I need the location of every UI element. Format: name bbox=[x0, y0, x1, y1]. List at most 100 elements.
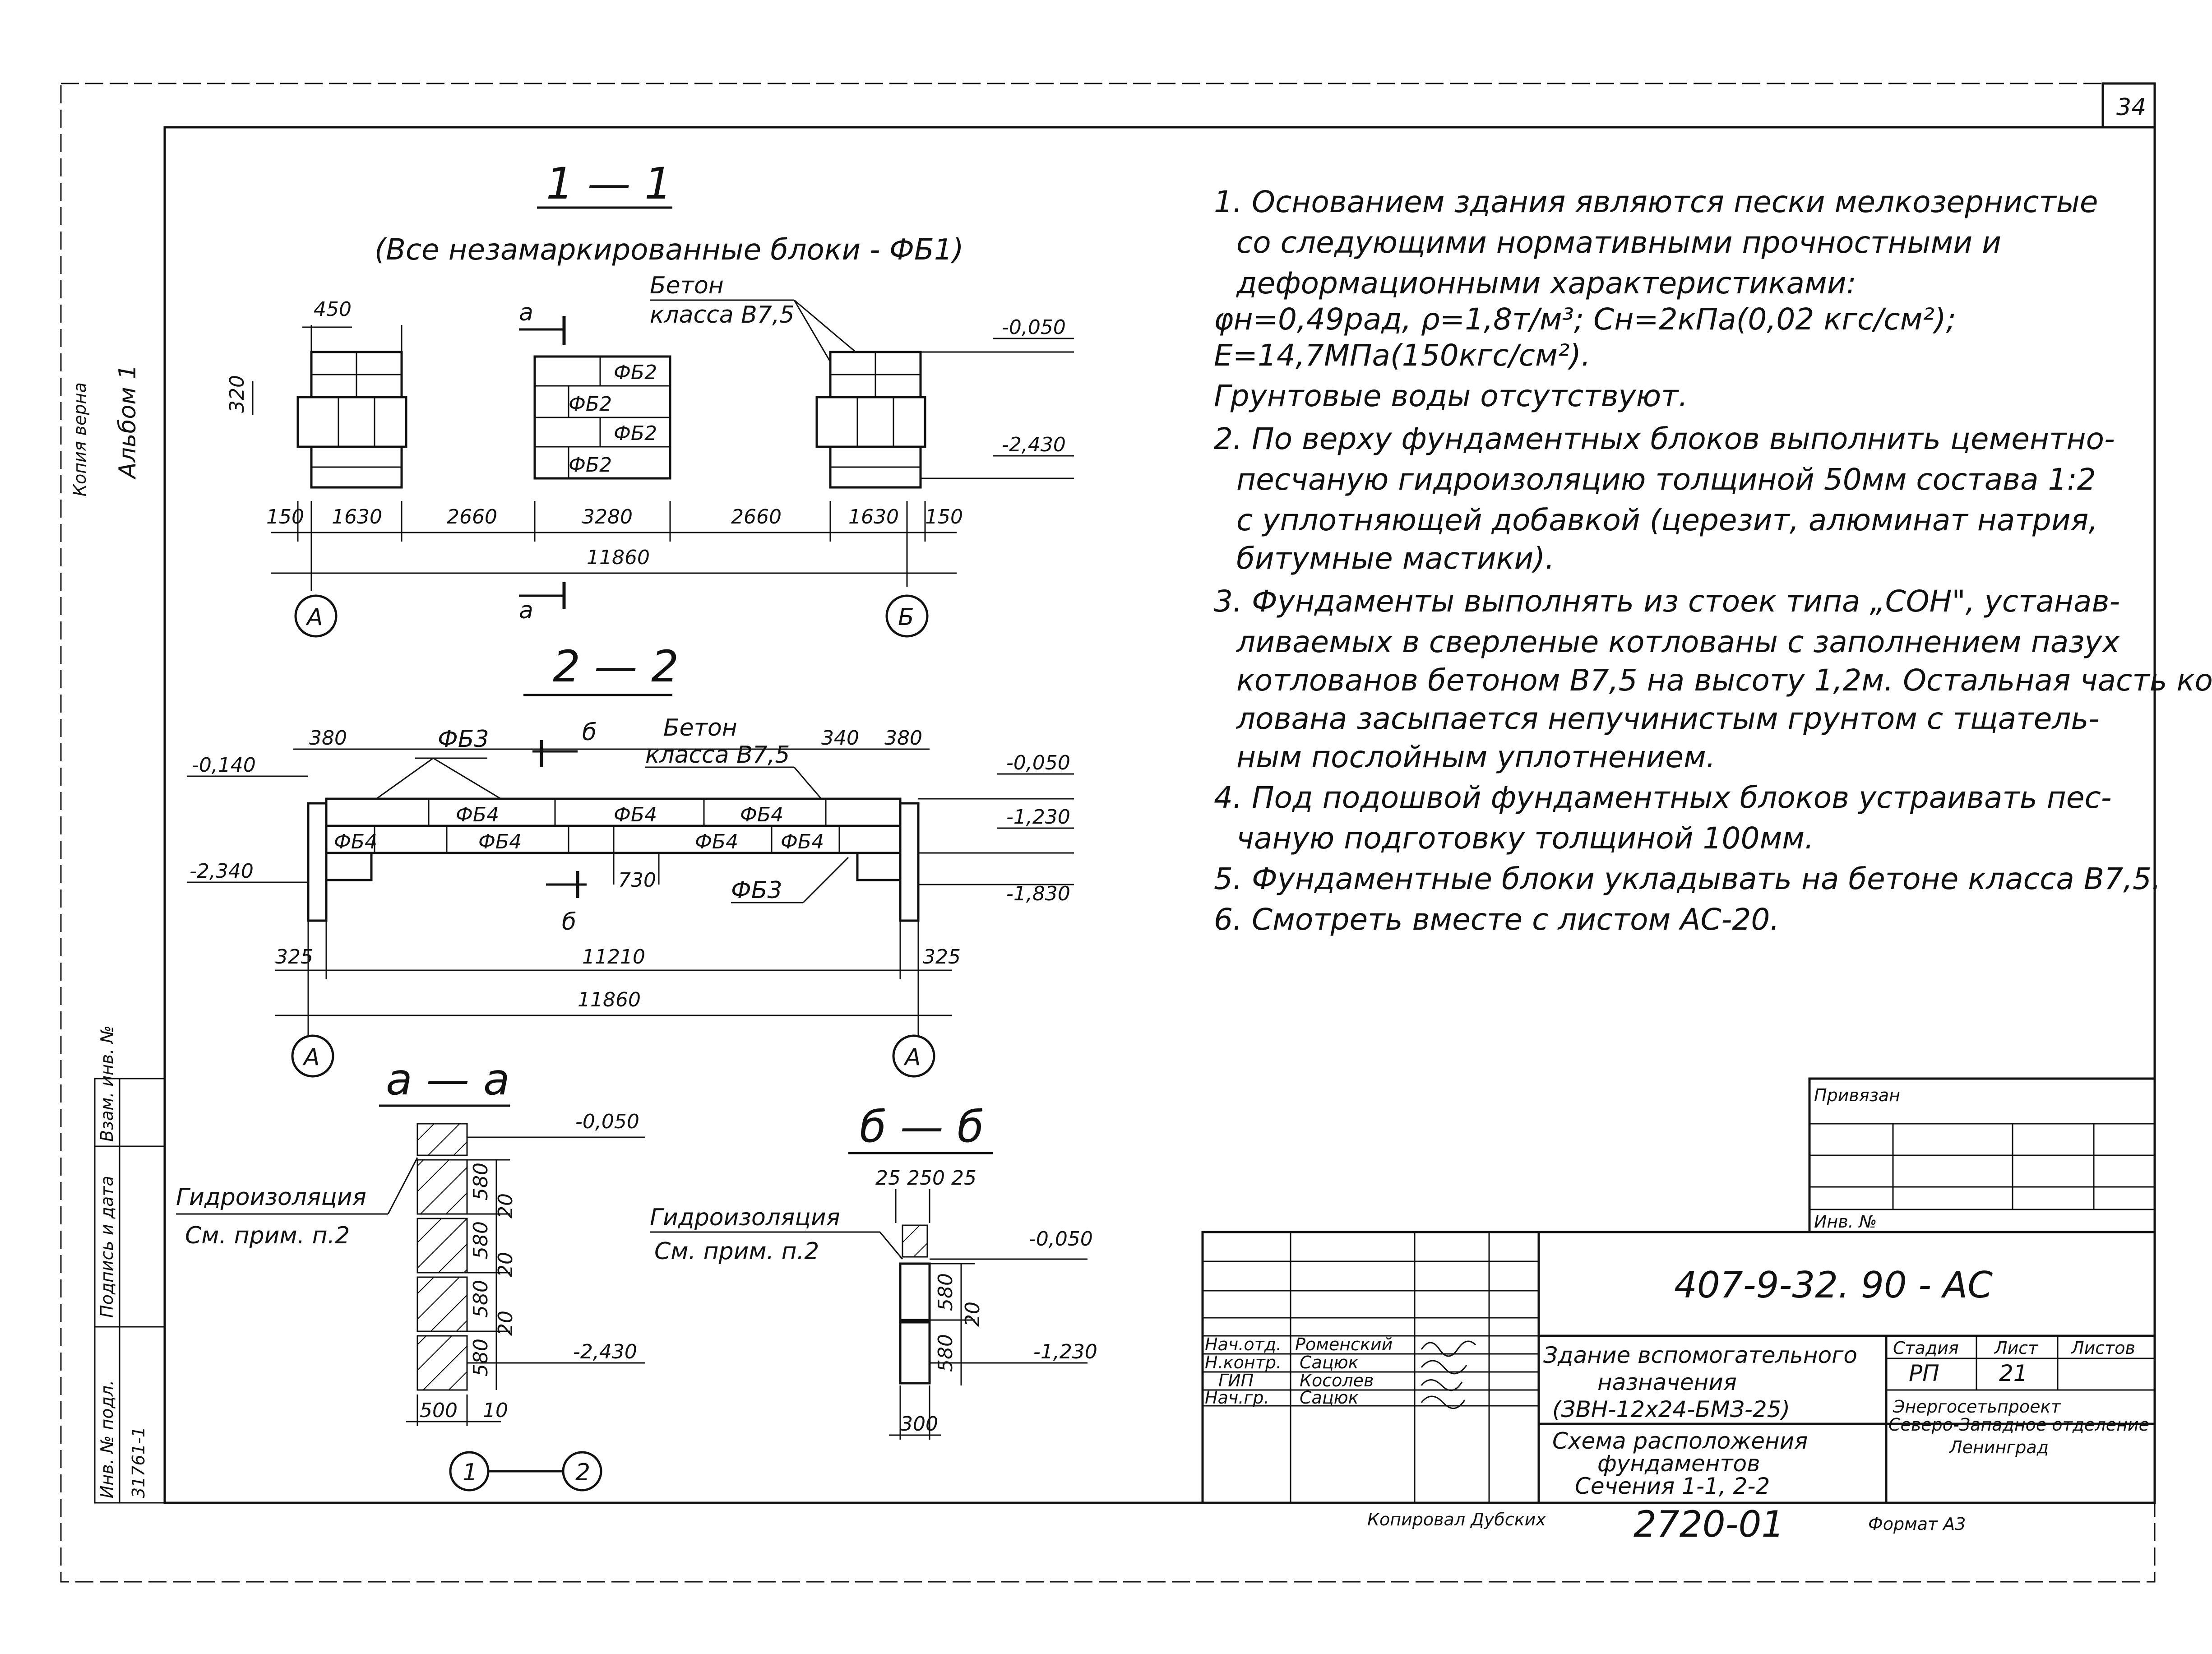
dim-580-4: 580 bbox=[469, 1339, 492, 1376]
dim-row-4: 2660 bbox=[731, 505, 782, 528]
note-line-16: чаную подготовку толщиной 100мм. bbox=[1236, 821, 1814, 856]
note-line-8: с уплотняющей добавкой (церезит, алюмина… bbox=[1236, 503, 2098, 537]
copied-by: Копировал Дубских bbox=[1367, 1510, 1546, 1529]
role-1: Н.контр. bbox=[1205, 1353, 1282, 1372]
dim-580-1: 580 bbox=[469, 1163, 492, 1200]
dim-450: 450 bbox=[314, 298, 352, 321]
inv-no-label: Инв. № подл. bbox=[97, 1380, 117, 1498]
title-block: Нач.отд. Н.контр. ГИП Нач.гр. Роменский … bbox=[1201, 1231, 2156, 1504]
section-a-a: а — а 580 580 580 580 20 20 20 -0,050 -2… bbox=[176, 1054, 645, 1492]
binding-block: Привязан Инв. № bbox=[1808, 1077, 2156, 1233]
note-line-14: ным послойным уплотнением. bbox=[1236, 740, 1716, 774]
section-b-b-title: б — б bbox=[860, 1102, 984, 1152]
note-line-11: ливаемых в сверленые котлованы с заполне… bbox=[1236, 625, 2120, 659]
album-note: Альбом 1 bbox=[114, 365, 141, 480]
dim-row-3: 3280 bbox=[582, 505, 633, 528]
fb4-bottom-2: ФБ4 bbox=[478, 830, 522, 853]
binding-label: Привязан bbox=[1814, 1085, 1900, 1105]
section-2-2-title: 2 — 2 bbox=[553, 641, 679, 692]
footer: Копировал Дубских 2720-01 Формат А3 bbox=[1367, 1503, 1966, 1545]
general-notes: 1. Основанием здания являются пески мелк… bbox=[1214, 185, 2212, 937]
fb4-top-3: ФБ4 bbox=[740, 803, 783, 826]
dim-total-1-1: 11860 bbox=[587, 546, 650, 569]
dim-row-6: 150 bbox=[925, 505, 963, 528]
sheet-title-2: фундаментов bbox=[1597, 1450, 1760, 1477]
note-line-15: 4. Под подошвой фундаментных блоков устр… bbox=[1214, 780, 2112, 815]
left-stamp-strip: Взам. инв. № Подпись и дата Инв. № подл.… bbox=[94, 1025, 166, 1504]
dim-325-left: 325 bbox=[275, 945, 313, 968]
fb4-bottom-1: ФБ4 bbox=[334, 830, 377, 853]
dim-20-2: 20 bbox=[494, 1252, 517, 1277]
signature-3 bbox=[1421, 1395, 1466, 1409]
dim-325-right: 325 bbox=[923, 945, 961, 968]
building-line-2: назначения bbox=[1597, 1369, 1737, 1395]
elev-left-top: -0,140 bbox=[192, 754, 256, 777]
org-line-2: Северо-Западное отделение bbox=[1888, 1415, 2149, 1435]
note-line-4: Е=14,7МПа(150кгс/см²). bbox=[1214, 338, 1591, 373]
fb4-bottom-4: ФБ4 bbox=[781, 830, 824, 853]
waterproof-a-1: Гидроизоляция bbox=[176, 1184, 366, 1211]
replace-inv-label: Взам. инв. № bbox=[97, 1025, 117, 1142]
note-line-12: котлованов бетоном В7,5 на высоту 1,2м. … bbox=[1236, 663, 2212, 698]
fb4-bottom-3: ФБ4 bbox=[695, 830, 738, 853]
dim-row-5: 1630 bbox=[848, 505, 899, 528]
dim-row-0: 150 bbox=[266, 505, 304, 528]
format-label: Формат А3 bbox=[1868, 1514, 1966, 1534]
b-dim-580-b: 580 bbox=[934, 1334, 957, 1372]
b-dim-580-a: 580 bbox=[934, 1273, 957, 1311]
elev-bottom-1-1: -2,430 bbox=[1002, 433, 1066, 456]
section-2-2: 2 — 2 Бетон класса В7,5 ФБ3 б 380 340 38… bbox=[187, 641, 1074, 1078]
concrete-label-2: класса В7,5 bbox=[650, 301, 794, 329]
fb4-top-1: ФБ4 bbox=[456, 803, 499, 826]
sheet-title-3: Сечения 1-1, 2-2 bbox=[1575, 1473, 1770, 1499]
concrete-label-1: Бетон bbox=[650, 272, 724, 299]
waterproof-b-2: См. прим. п.2 bbox=[654, 1238, 819, 1265]
b-dim-300: 300 bbox=[900, 1413, 938, 1436]
name-0: Роменский bbox=[1295, 1334, 1393, 1354]
axis-b-1-1: Б bbox=[898, 604, 914, 631]
section-1-1-subtitle: (Все незамаркированные блоки - ФБ1) bbox=[375, 233, 964, 267]
elev-top-1-1: -0,050 bbox=[1002, 316, 1066, 339]
elev-top-a-a: -0,050 bbox=[575, 1110, 639, 1133]
fb2-label-3: ФБ2 bbox=[614, 422, 657, 445]
role-0: Нач.отд. bbox=[1205, 1334, 1282, 1354]
note-line-1: со следующими нормативными прочностными … bbox=[1236, 225, 2001, 260]
signature-2 bbox=[1421, 1379, 1463, 1391]
fb2-label-1: ФБ2 bbox=[614, 361, 657, 384]
axis-a-2-2-left: А bbox=[302, 1044, 320, 1071]
page-number: 34 bbox=[2116, 94, 2146, 121]
dim-20-1: 20 bbox=[494, 1193, 517, 1218]
elev-right-2: -1,230 bbox=[1006, 806, 1070, 829]
waterproof-a-2: См. прим. п.2 bbox=[185, 1222, 350, 1249]
inv-value: 31761-1 bbox=[129, 1427, 148, 1498]
cut-mark-b-bottom: б bbox=[562, 908, 576, 936]
signature-1 bbox=[1421, 1360, 1467, 1375]
fb3-bottom-label: ФБ3 bbox=[731, 877, 782, 904]
dim-380-right: 380 bbox=[884, 727, 922, 750]
note-line-2: деформационными характеристиками: bbox=[1236, 266, 1856, 301]
dim-320: 320 bbox=[226, 375, 249, 413]
axis-a-2-2-right: А bbox=[903, 1044, 921, 1071]
role-2: ГИП bbox=[1218, 1371, 1254, 1390]
fb4-top-2: ФБ4 bbox=[614, 803, 657, 826]
fb3-top-label: ФБ3 bbox=[438, 726, 489, 753]
doc-code: 407-9-32. 90 - АС bbox=[1674, 1264, 1993, 1306]
margin-notes: Копия верна Альбом 1 bbox=[70, 365, 141, 496]
dim-row-1: 1630 bbox=[332, 505, 382, 528]
building-line-1: Здание вспомогательного bbox=[1543, 1342, 1857, 1368]
binding-inv-label: Инв. № bbox=[1814, 1212, 1877, 1232]
note-line-3: φн=0,49рад, ρ=1,8т/м³; Cн=2кПа(0,02 кгс/… bbox=[1214, 302, 1956, 337]
section-b-b: б — б 25 250 25 580 20 580 -0,050 -1,230… bbox=[650, 1102, 1097, 1440]
section-1-1: 1 — 1 (Все незамаркированные блоки - ФБ1… bbox=[226, 158, 1074, 638]
elev-right-1: -0,050 bbox=[1006, 751, 1070, 774]
axis-a-1-1: А bbox=[305, 604, 323, 631]
fb2-label-2: ФБ2 bbox=[569, 393, 612, 416]
b-dim-20: 20 bbox=[961, 1302, 984, 1327]
note-line-0: 1. Основанием здания являются пески мелк… bbox=[1214, 185, 2098, 219]
axis-2: 2 bbox=[575, 1459, 590, 1486]
stage-label: Стадия bbox=[1893, 1338, 1959, 1358]
b-elev-bottom: -1,230 bbox=[1033, 1340, 1097, 1363]
elev-bottom-a-a: -2,430 bbox=[573, 1340, 637, 1363]
sheets-label: Листов bbox=[2070, 1338, 2135, 1358]
sheet-title-1: Схема расположения bbox=[1552, 1428, 1808, 1454]
